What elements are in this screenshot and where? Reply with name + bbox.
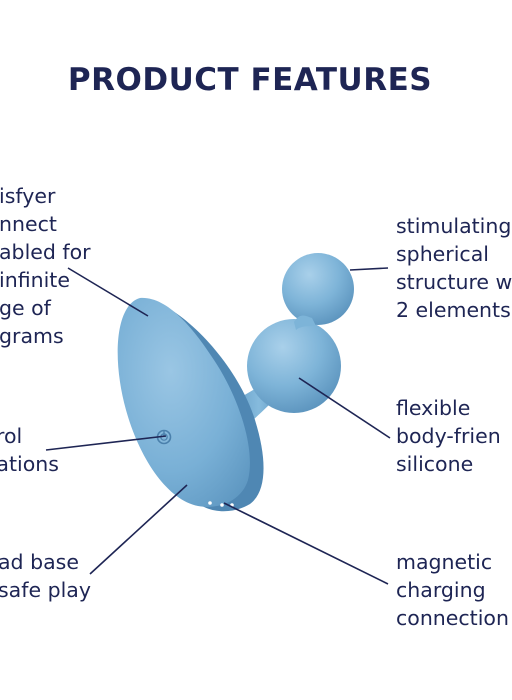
feature-app-line-3: abled for bbox=[0, 240, 91, 264]
feature-app-line-5: ge of bbox=[0, 296, 51, 320]
product-base-face bbox=[117, 297, 250, 507]
feature-magnetic-line-2: charging bbox=[396, 578, 486, 602]
feature-flexible-line-3: silicone bbox=[396, 452, 474, 476]
callout-line-flexible bbox=[298, 377, 391, 439]
feature-magnetic: magnetic charging connection bbox=[396, 548, 509, 632]
feature-stimulating-line-4: 2 elements bbox=[396, 298, 511, 322]
feature-flexible-line-1: flexible bbox=[396, 396, 471, 420]
callout-line-magnetic bbox=[223, 502, 389, 585]
feature-stimulating-line-3: structure w bbox=[396, 270, 512, 294]
page-title: PRODUCT FEATURES bbox=[67, 62, 433, 98]
product-illustration bbox=[45, 253, 391, 585]
feature-app-line-2: nnect bbox=[0, 212, 57, 236]
feature-control-line-2: rations bbox=[0, 452, 59, 476]
feature-app-line-6: grams bbox=[0, 324, 64, 348]
feature-base-line-2: safe play bbox=[0, 578, 91, 602]
feature-stimulating-line-1: stimulating bbox=[396, 214, 512, 238]
feature-stimulating-line-2: spherical bbox=[396, 242, 489, 266]
feature-app-line-1: isfyer bbox=[0, 184, 56, 208]
feature-magnetic-line-3: connection bbox=[396, 606, 509, 630]
feature-stimulating: stimulating spherical structure w 2 elem… bbox=[396, 212, 512, 324]
feature-flexible-line-2: body-frien bbox=[396, 424, 501, 448]
feature-app-connect: isfyer nnect abled for infinite ge of gr… bbox=[0, 182, 91, 350]
feature-app-line-4: infinite bbox=[0, 268, 70, 292]
product-lower-sphere bbox=[247, 319, 341, 413]
feature-base-line-1: ad base bbox=[0, 550, 79, 574]
callout-line-app bbox=[67, 267, 149, 317]
feature-control-line-1: trol bbox=[0, 424, 23, 448]
feature-flexible: flexible body-frien silicone bbox=[396, 394, 501, 478]
callout-line-stimulating bbox=[349, 267, 389, 271]
feature-base: ad base safe play bbox=[0, 548, 91, 604]
callout-line-control bbox=[45, 435, 167, 451]
product-sphere-connector bbox=[294, 315, 316, 330]
feature-magnetic-line-1: magnetic bbox=[396, 550, 493, 574]
callout-line-base bbox=[89, 484, 188, 575]
feature-control: trol rations bbox=[0, 422, 59, 478]
product-upper-sphere bbox=[282, 253, 354, 325]
